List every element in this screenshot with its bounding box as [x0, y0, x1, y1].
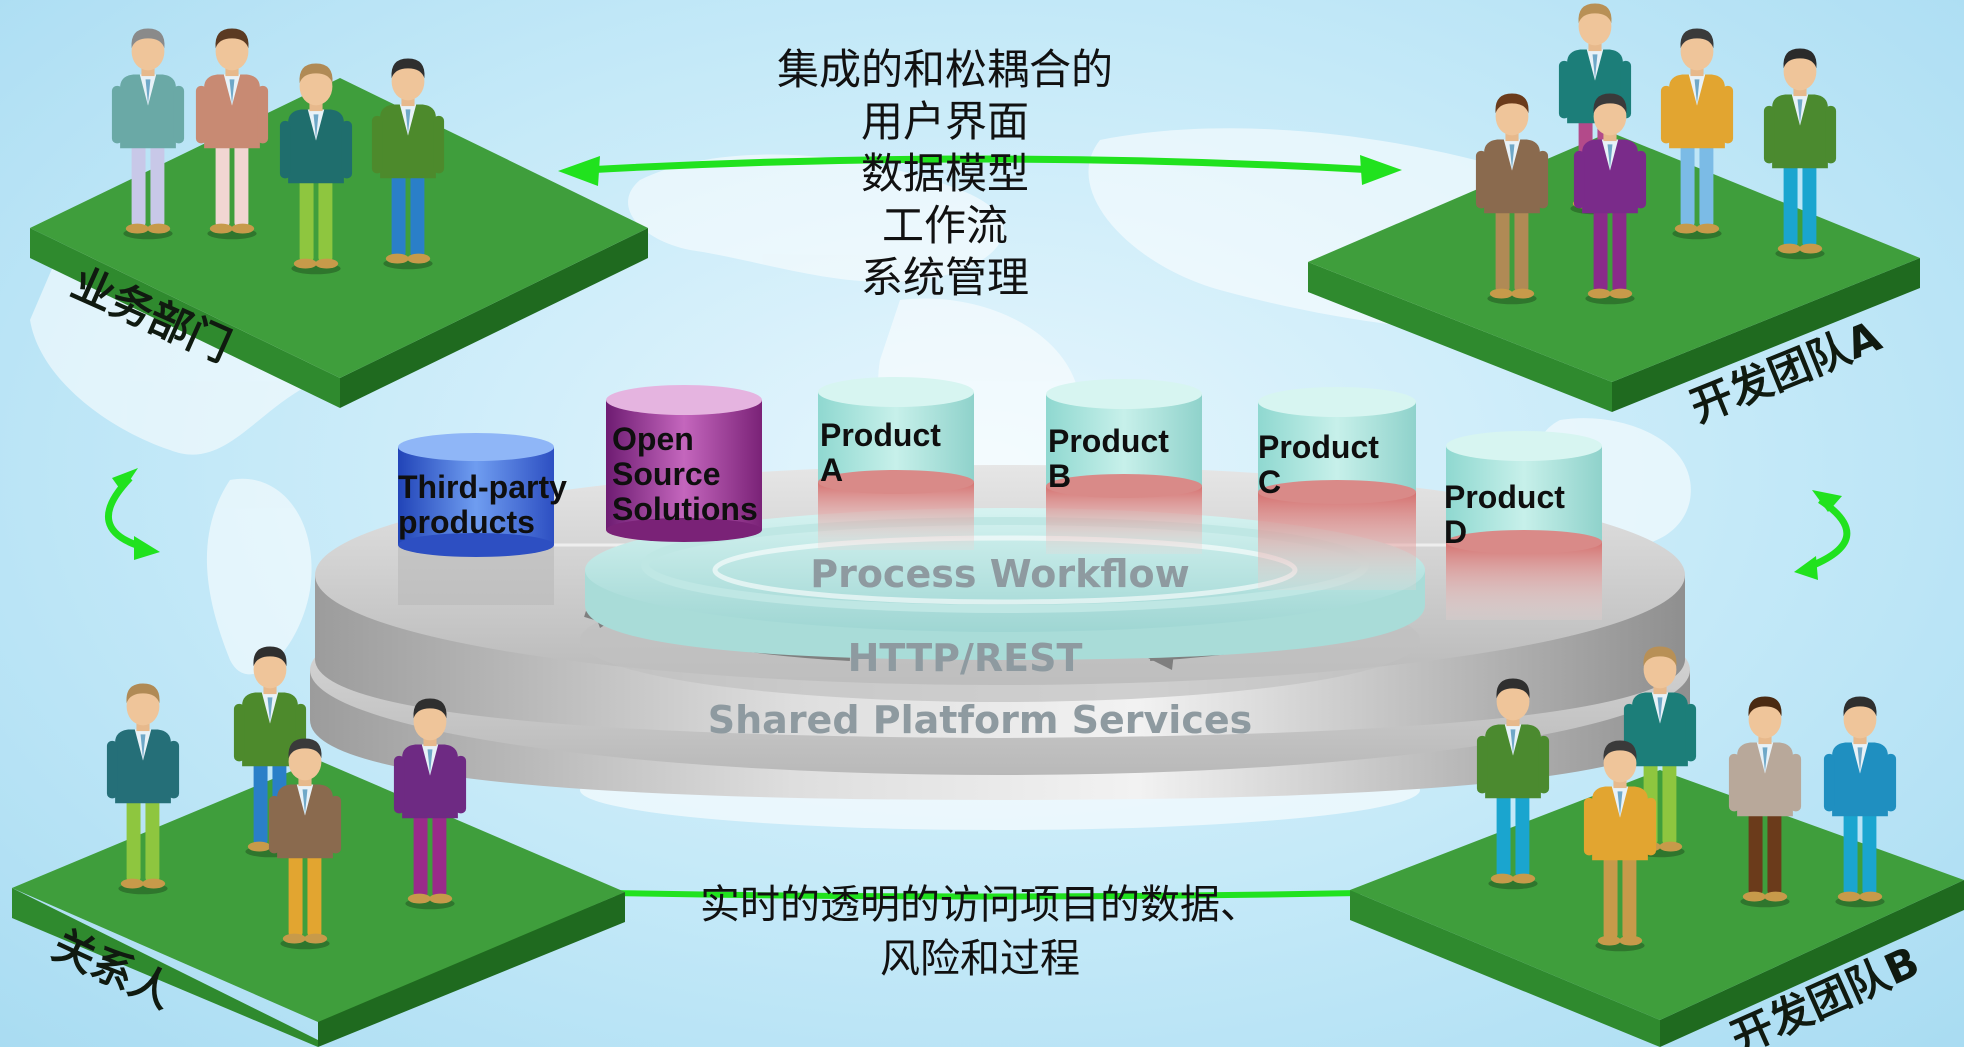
label-product-a: Product A: [820, 418, 941, 488]
caption-line: 实时的透明的访问项目的数据、: [700, 882, 1260, 928]
label-line: Product: [1258, 429, 1379, 465]
label-line: Open: [612, 421, 694, 457]
process-workflow-disc: [585, 508, 1425, 660]
label-line: D: [1444, 514, 1468, 550]
label-line: products: [398, 504, 535, 540]
label-product-b: Product B: [1048, 424, 1169, 494]
person-figure: [1660, 28, 1734, 240]
person-figure: [1583, 740, 1657, 952]
person-figure: [268, 738, 342, 950]
label-line: B: [1048, 458, 1072, 494]
label-open-source: Open Source Solutions: [612, 422, 758, 527]
third-party-cylinder: [398, 433, 554, 605]
caption-line: 工作流: [881, 201, 1008, 250]
caption-line: 集成的和松耦合的: [776, 45, 1113, 94]
label-product-d: Product D: [1444, 480, 1565, 550]
caption-line: 系统管理: [860, 253, 1029, 302]
process-workflow-label: Process Workflow: [810, 552, 1190, 596]
http-rest-label: HTTP/REST: [847, 636, 1083, 680]
shared-platform-label: Shared Platform Services: [707, 698, 1253, 742]
person-figure: [279, 63, 353, 275]
label-line: A: [820, 452, 844, 488]
label-third-party: Third-party products: [398, 470, 567, 540]
person-figure: [106, 683, 180, 895]
person-figure: [233, 646, 307, 858]
label-line: C: [1258, 464, 1282, 500]
people-groups: [106, 3, 1897, 952]
integration-caption: 集成的和松耦合的 用户界面 数据模型 工作流 系统管理: [720, 44, 1170, 304]
product-a-cylinder: [818, 377, 974, 550]
label-product-c: Product C: [1258, 430, 1379, 500]
integration-arrow: [558, 155, 1402, 186]
person-figure: [1763, 48, 1837, 260]
right-cycle-arrow: [1794, 490, 1851, 580]
person-figure: [1823, 696, 1897, 908]
person-figure: [1728, 696, 1802, 908]
label-line: Product: [1048, 423, 1169, 459]
label-line: Solutions: [612, 491, 758, 527]
product-d-cylinder: [1446, 431, 1602, 620]
transparency-caption: 实时的透明的访问项目的数据、 风险和过程: [630, 878, 1330, 986]
person-figure: [371, 58, 445, 270]
person-figure: [1475, 93, 1549, 305]
caption-line: 用户界面: [860, 97, 1029, 146]
label-line: Product: [820, 417, 941, 453]
pad-business: [30, 78, 648, 408]
label-line: Product: [1444, 479, 1565, 515]
caption-line: 风险和过程: [880, 936, 1080, 982]
caption-line: 数据模型: [860, 149, 1029, 198]
product-c-cylinder: [1258, 387, 1416, 590]
label-line: Source: [612, 456, 721, 492]
person-figure: [393, 698, 467, 910]
open-source-cylinder: [606, 385, 762, 542]
product-b-cylinder: [1046, 379, 1202, 554]
left-cycle-arrow: [105, 468, 160, 560]
person-figure: [1573, 93, 1647, 305]
bottom-connector-line: [614, 890, 1361, 900]
person-figure: [195, 28, 269, 240]
person-figure: [1476, 678, 1550, 890]
label-line: Third-party: [398, 469, 567, 505]
person-figure: [111, 28, 185, 240]
